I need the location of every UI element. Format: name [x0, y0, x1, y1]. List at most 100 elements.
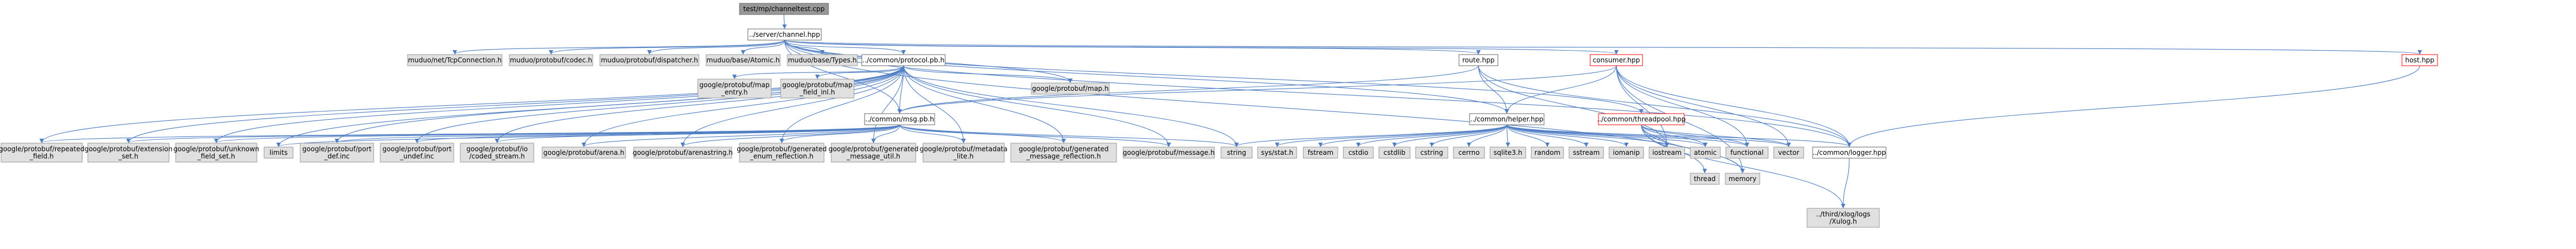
node-msgpb[interactable]: ../common/msg.pb.h — [864, 113, 935, 125]
node-atomic_h: muduo/base/Atomic.h — [706, 54, 781, 66]
node-box — [706, 54, 781, 66]
node-box — [1598, 113, 1685, 125]
header-nodes: test/mp/channeltest.cpp ../server/channel… — [0, 3, 2438, 228]
node-box — [633, 147, 732, 159]
node-label: sqlite3.h — [1493, 149, 1522, 157]
edge-msgpb-to-arena — [582, 124, 900, 147]
node-label: ../server/channel.hpp — [749, 31, 820, 38]
node-arenastring: google/protobuf/arenastring.h — [633, 147, 733, 159]
node-label: _message_reflection.h — [1026, 153, 1101, 160]
node-box — [1725, 147, 1769, 159]
node-label: ../common/msg.pb.h — [865, 115, 934, 123]
node-box — [1773, 147, 1804, 159]
edge-msgpb-to-portundef — [415, 124, 900, 143]
edge-consumer-to-functional — [1616, 65, 1749, 147]
node-memory: memory — [1725, 173, 1760, 185]
edge-helper-to-iostream — [1506, 124, 1669, 147]
node-threadpool[interactable]: ../common/threadpool.hpp — [1597, 113, 1686, 125]
node-sysstat: sys/stat.h — [1257, 147, 1297, 159]
node-sqlite3: sqlite3.h — [1490, 147, 1526, 159]
edge-protocol-to-string — [903, 65, 1239, 147]
node-label: _entry.h — [721, 89, 747, 96]
edge-protocol-to-arena — [582, 65, 904, 147]
node-box — [780, 79, 855, 99]
node-box — [1257, 147, 1297, 159]
node-label: _enum_reflection.h — [750, 153, 813, 160]
node-channel[interactable]: ../server/channel.hpp — [747, 28, 822, 41]
node-root[interactable]: test/mp/channeltest.cpp — [739, 3, 829, 15]
edge-protocol-to-genenum — [780, 65, 904, 143]
node-thread: thread — [1690, 173, 1720, 185]
node-box — [264, 147, 294, 159]
node-box — [864, 113, 935, 125]
node-box — [1609, 147, 1644, 159]
node-box — [407, 54, 503, 66]
node-random: random — [1531, 147, 1564, 159]
node-label: cerrno — [1458, 149, 1480, 157]
edge-helper-to-cerrno — [1467, 124, 1507, 147]
node-portundef: google/protobuf/port_undef.inc — [380, 143, 454, 163]
edge-channel-to-protocol — [784, 40, 906, 55]
node-label: _set.h — [118, 153, 138, 160]
node-helper[interactable]: ../common/helper.hpp — [1469, 113, 1545, 125]
node-box — [747, 28, 822, 41]
node-map_h: google/protobuf/map.h — [1031, 82, 1110, 95]
edge-msgpb-to-genmsgutil — [871, 124, 900, 143]
node-label: muduo/protobuf/codec.h — [510, 56, 592, 64]
edge-helper-to-atomic — [1506, 124, 1708, 147]
node-host[interactable]: host.hpp — [2401, 54, 2438, 66]
node-codec: muduo/protobuf/codec.h — [509, 54, 593, 66]
node-label: consumer.hpp — [1593, 56, 1640, 64]
node-box — [1690, 147, 1721, 159]
edge-msgpb-to-portdef — [335, 124, 900, 143]
node-label: google/protobuf/generated — [1019, 145, 1109, 153]
edge-route-to-logger — [1478, 65, 1852, 147]
node-fstream: fstream — [1303, 147, 1338, 159]
edge-threadpool-to-functional — [1641, 124, 1749, 147]
node-protocol[interactable]: ../common/protocol.pb.h — [861, 54, 946, 66]
edge-protocol-to-unknown — [214, 65, 904, 143]
node-box — [1343, 147, 1374, 159]
node-route[interactable]: route.hpp — [1458, 54, 1498, 66]
node-label: atomic — [1694, 149, 1716, 157]
edge-channel-to-host — [784, 40, 2421, 55]
edge-msgpb-to-unknown — [214, 124, 900, 143]
edge-protocol-to-map_field_inl — [815, 65, 904, 79]
node-message: google/protobuf/message.h — [1123, 147, 1215, 159]
edge-consumer-to-helper — [1505, 65, 1617, 114]
node-label: _field.h — [29, 153, 53, 160]
node-label: test/mp/channeltest.cpp — [743, 5, 825, 13]
node-box — [1725, 173, 1760, 185]
edge-protocol-to-message — [903, 65, 1171, 147]
edge-channel-to-consumer — [784, 40, 1619, 55]
edge-channel-to-dispatcher — [647, 40, 785, 55]
edge-helper-to-cstdio — [1356, 124, 1507, 147]
node-consumer[interactable]: consumer.hpp — [1590, 54, 1643, 66]
edge-threadpool-to-vector — [1641, 124, 1791, 147]
edge-channel-to-helper — [784, 40, 1509, 114]
node-box — [380, 143, 454, 163]
node-box — [1490, 147, 1526, 159]
node-functional: functional — [1725, 147, 1769, 159]
node-box — [1378, 147, 1411, 159]
edge-msgpb-to-genenum — [780, 124, 900, 143]
node-label: _undef.inc — [400, 153, 434, 160]
node-map_entry: google/protobuf/map_entry.h — [697, 79, 772, 99]
node-label: fstream — [1308, 149, 1333, 157]
node-label: google/protobuf/message.h — [1123, 149, 1214, 157]
node-label: cstdlib — [1383, 149, 1405, 157]
node-logger[interactable]: ../common/logger.hpp — [1812, 147, 1887, 159]
edge-threadpool-to-xlog — [1641, 124, 1845, 208]
edge-protocol-to-map_entry — [732, 65, 904, 79]
node-box — [1458, 54, 1498, 66]
node-label: muduo/net/TcpConnection.h — [408, 56, 502, 64]
edge-protocol-to-portdef — [335, 65, 904, 143]
node-cstdlib: cstdlib — [1378, 147, 1411, 159]
edge-msgpb-to-metalite — [899, 124, 966, 143]
edge-helper-to-cstring — [1430, 124, 1507, 147]
node-genmsgrefl: google/protobuf/generated_message_reflec… — [1010, 143, 1117, 163]
edge-protocol-to-extset — [126, 65, 904, 143]
node-label: ../common/protocol.pb.h — [862, 56, 944, 64]
node-label: google/protobuf/unknown — [173, 145, 259, 153]
node-box — [697, 79, 772, 99]
